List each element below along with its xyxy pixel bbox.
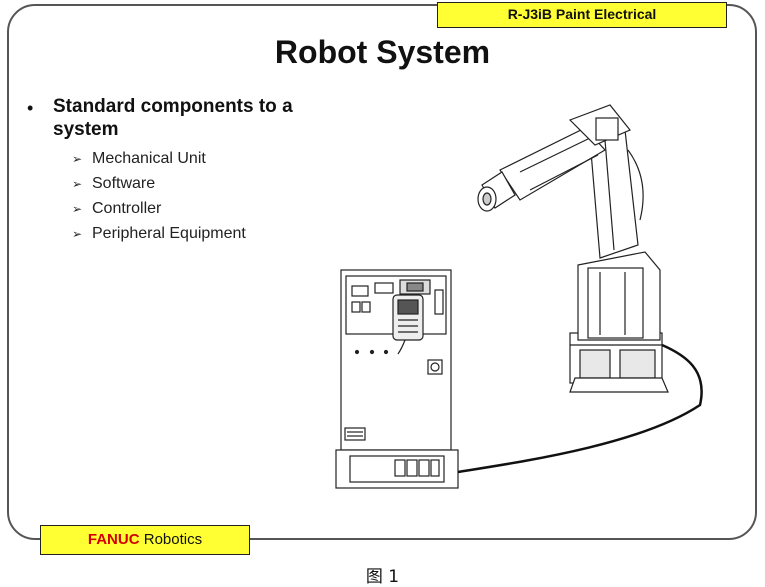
list-item: ➢ Controller [72,196,246,221]
list-item-label: Software [92,175,156,192]
footer-brand: FANUC [87,531,140,548]
bullet-dot-icon: • [27,98,34,118]
list-item: ➢ Mechanical Unit [72,146,246,171]
arrow-bullet-icon: ➢ [72,177,83,191]
arrow-bullet-icon: ➢ [72,152,83,166]
slide-title: Robot System [274,34,491,70]
cable-drawing [457,343,703,474]
sub-bullet-list: ➢ Mechanical Unit ➢ Software ➢ Controller ➢… [72,146,246,246]
footer-tag: FANUC Robotics [40,525,250,555]
list-item: ➢ Peripheral Equipment [72,221,246,246]
arrow-bullet-icon: ➢ [72,202,83,216]
list-item-label: Controller [92,200,162,217]
figure-caption: 图 1 [365,567,400,587]
footer-label: Robotics [143,531,203,548]
list-item-label: Mechanical Unit [92,150,206,167]
controller-cabinet-drawing [335,269,459,489]
header-tag: R-J3iB Paint Electrical [437,2,727,28]
robot-arm-drawing [477,104,669,393]
list-item: ➢ Software [72,171,246,196]
bullet-main-text: Standard components to a system [53,96,293,140]
list-item-label: Peripheral Equipment [92,225,246,242]
arrow-bullet-icon: ➢ [72,227,83,241]
